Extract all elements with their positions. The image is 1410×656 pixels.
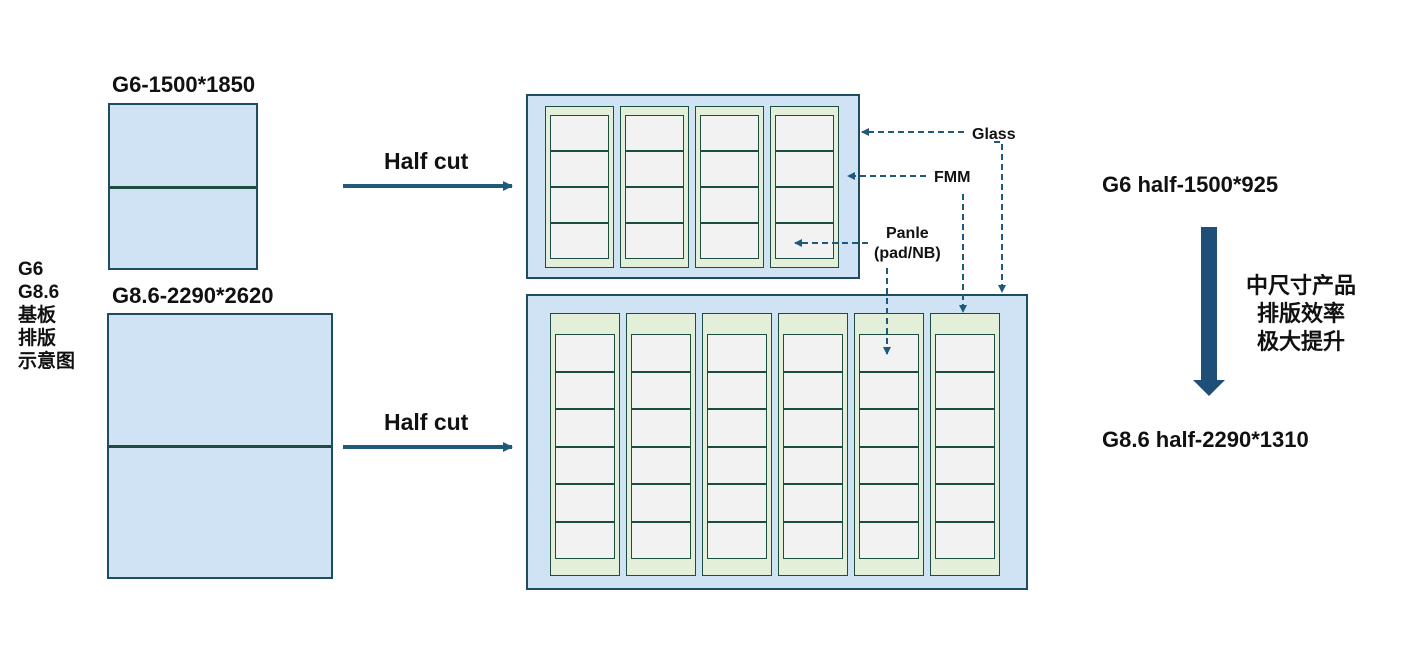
panel-cell (935, 334, 995, 372)
g6-half-glass (526, 94, 860, 279)
half-cut-label-bottom: Half cut (384, 409, 469, 435)
panel-cell (550, 151, 609, 187)
panel-annotation-line1: Panle (885, 225, 929, 242)
panel-cell (935, 446, 995, 484)
panel-cell (859, 521, 919, 559)
panel-cell (555, 446, 615, 484)
panel-cell (859, 446, 919, 484)
panel-cell (783, 371, 843, 409)
panel-cell (935, 371, 995, 409)
g86-substrate (107, 313, 333, 579)
fmm-annotation: FMM (934, 169, 971, 186)
panel-annotation: Panle (pad/NB) (874, 224, 941, 264)
panel-cell (625, 187, 684, 223)
panel-cell (859, 371, 919, 409)
panel-cell (707, 409, 767, 447)
fmm-column (702, 313, 772, 576)
panel-cell (783, 334, 843, 372)
fmm-column (778, 313, 848, 576)
panel-cell (625, 115, 684, 151)
panel-cell (859, 409, 919, 447)
panel-cell (555, 371, 615, 409)
panel-cell (707, 446, 767, 484)
panel-cell (555, 521, 615, 559)
panel-cell (550, 115, 609, 151)
panel-cell (625, 223, 684, 259)
fmm-column (545, 106, 614, 268)
side-label-line: 示意图 (18, 351, 76, 372)
half-cut-label-top: Half cut (384, 148, 469, 174)
glass-arrow-down (994, 141, 1006, 293)
fmm-column (854, 313, 924, 576)
efficiency-note-line: 排版效率 (1256, 301, 1345, 326)
panel-cell (707, 371, 767, 409)
panel-cell (700, 223, 759, 259)
fmm-column (626, 313, 696, 576)
panel-cell (775, 115, 834, 151)
g86-half-glass (526, 294, 1028, 590)
side-label-line: 基板 (18, 305, 57, 326)
side-label-line: G6 (18, 259, 44, 280)
g86-half-cut-line (109, 445, 331, 448)
panel-cell (631, 371, 691, 409)
panel-cell (700, 151, 759, 187)
diagram-side-label: G6 G8.6 基板 排版 示意图 (18, 258, 75, 373)
side-label-line: G8.6 (18, 282, 60, 303)
panel-cell (707, 484, 767, 522)
panel-cell (631, 484, 691, 522)
panel-cell (700, 187, 759, 223)
panel-cell (550, 187, 609, 223)
fmm-column (695, 106, 764, 268)
panel-annotation-line2: (pad/NB) (874, 245, 941, 262)
panel-cell (783, 446, 843, 484)
efficiency-arrow-shaft (1201, 227, 1217, 381)
panel-cell (631, 334, 691, 372)
g6-substrate (108, 103, 258, 270)
panel-cell (783, 521, 843, 559)
panel-cell (935, 484, 995, 522)
panel-cell (631, 409, 691, 447)
panel-cell (859, 334, 919, 372)
panel-cell (783, 484, 843, 522)
fmm-column (930, 313, 1000, 576)
panel-cell (555, 409, 615, 447)
panel-cell (707, 521, 767, 559)
g6-half-size-label: G6 half-1500*925 (1102, 172, 1279, 197)
panel-cell (700, 115, 759, 151)
g86-substrate-label: G8.6-2290*2620 (112, 283, 274, 308)
glass-annotation: Glass (972, 126, 1016, 143)
panel-cell (625, 151, 684, 187)
efficiency-note: 中尺寸产品 排版效率 极大提升 (1236, 272, 1366, 356)
efficiency-note-line: 极大提升 (1256, 329, 1345, 354)
panel-cell (935, 409, 995, 447)
fmm-column (620, 106, 689, 268)
panel-cell (859, 484, 919, 522)
efficiency-arrow-head (1193, 380, 1225, 396)
fmm-column (770, 106, 839, 268)
fmm-column (550, 313, 620, 576)
panel-cell (775, 151, 834, 187)
panel-cell (775, 223, 834, 259)
side-label-line: 排版 (18, 328, 57, 349)
panel-cell (783, 409, 843, 447)
panel-cell (631, 446, 691, 484)
g86-half-size-label: G8.6 half-2290*1310 (1102, 427, 1309, 452)
panel-cell (550, 223, 609, 259)
panel-cell (707, 334, 767, 372)
panel-cell (775, 187, 834, 223)
g6-half-cut-line (110, 186, 256, 189)
panel-cell (935, 521, 995, 559)
efficiency-note-line: 中尺寸产品 (1245, 273, 1356, 298)
panel-cell (555, 484, 615, 522)
panel-cell (631, 521, 691, 559)
panel-cell (555, 334, 615, 372)
g6-substrate-label: G6-1500*1850 (112, 72, 256, 97)
